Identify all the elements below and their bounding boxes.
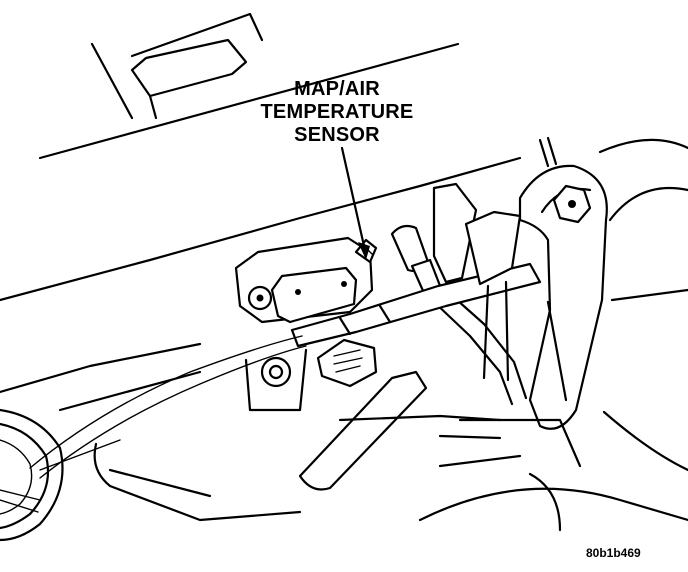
callout-label: MAP/AIR TEMPERATURE SENSOR	[232, 78, 442, 147]
sensor-connector	[244, 338, 378, 412]
wiring-harness	[29, 262, 542, 479]
callout-line-2: TEMPERATURE	[260, 101, 414, 123]
lower-mount	[438, 418, 582, 532]
lower-tubes	[93, 370, 502, 522]
right-housing	[418, 136, 688, 522]
upper-bracket	[90, 12, 264, 120]
callout-line-1: MAP/AIR	[294, 78, 380, 100]
callout-line-3: SENSOR	[294, 124, 380, 146]
pivot-arm	[518, 164, 608, 430]
map-sensor	[234, 236, 378, 324]
pulley	[0, 408, 64, 542]
leader-arrow	[340, 146, 370, 260]
central-bracket	[432, 182, 522, 382]
figure-id: 80b1b469	[586, 546, 641, 560]
